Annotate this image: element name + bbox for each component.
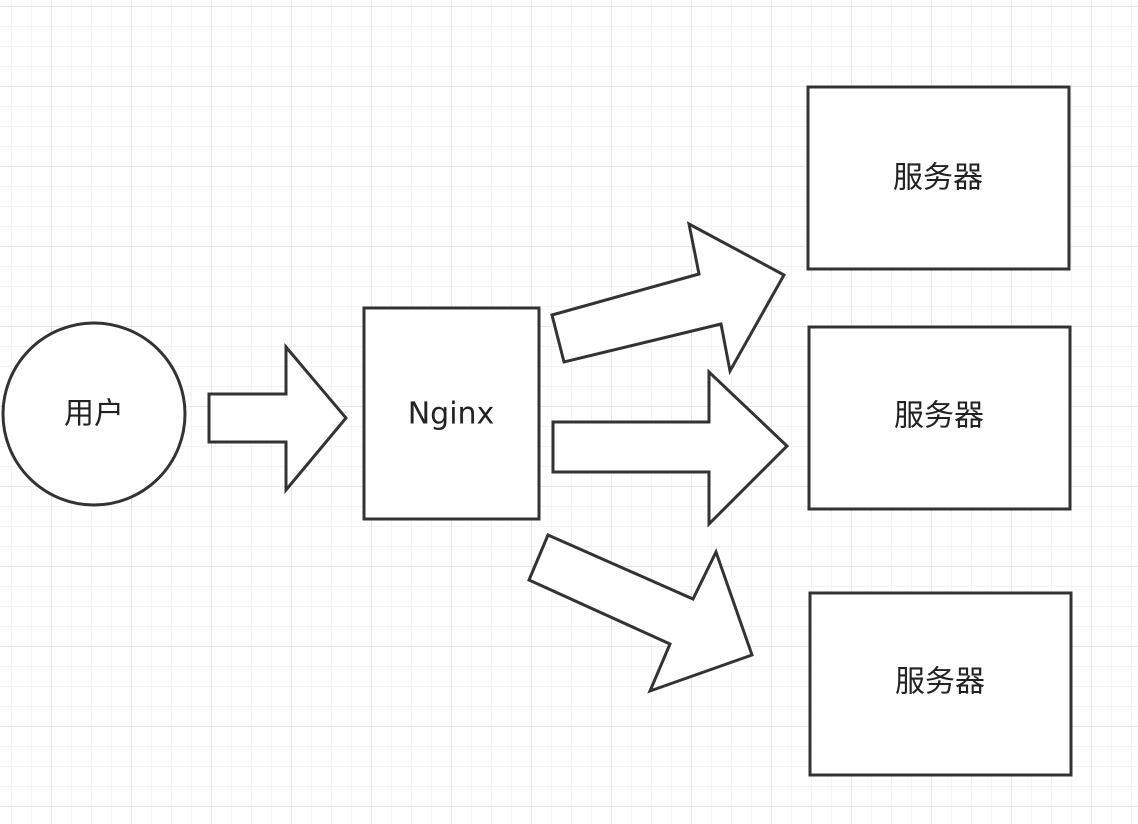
server-node-2[interactable]: 服务器 <box>807 325 1072 511</box>
server-node-3[interactable]: 服务器 <box>808 591 1073 777</box>
arrow-nginx-to-server-1[interactable] <box>550 221 787 376</box>
nginx-node[interactable]: Nginx <box>362 306 541 521</box>
server-box-1 <box>806 85 1071 271</box>
server-node-1[interactable]: 服务器 <box>806 85 1071 271</box>
nginx-box <box>362 306 541 521</box>
server-label-2: 服务器 <box>894 399 984 434</box>
server-box-2 <box>807 325 1072 511</box>
arrow-nginx-to-server-2[interactable] <box>551 368 790 528</box>
nginx-label: Nginx <box>408 397 495 432</box>
server-label-3: 服务器 <box>895 665 985 700</box>
user-node[interactable]: 用户 <box>1 321 187 507</box>
user-label: 用户 <box>64 397 124 432</box>
arrow-nginx-to-server-3[interactable] <box>527 533 754 694</box>
server-label-1: 服务器 <box>893 161 983 196</box>
arrow-user-to-nginx[interactable] <box>207 342 348 495</box>
server-box-3 <box>808 591 1073 777</box>
user-circle <box>1 321 187 507</box>
